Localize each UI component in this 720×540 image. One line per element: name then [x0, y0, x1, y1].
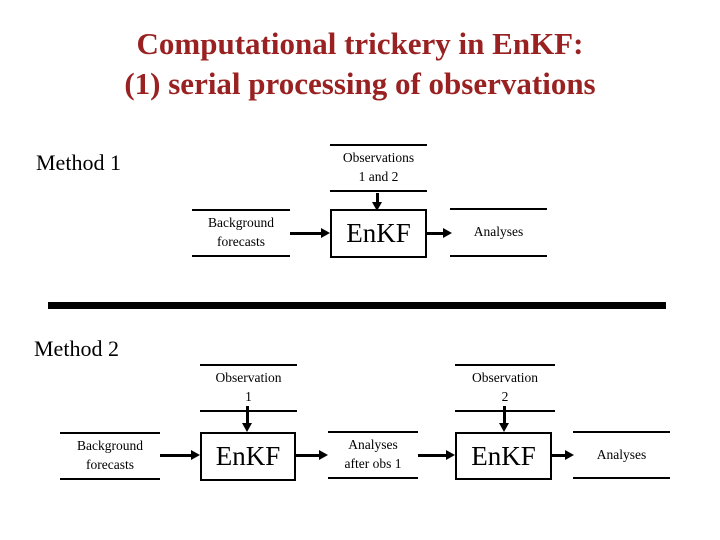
m2-analyses-mid-line1: Analyses	[348, 437, 398, 453]
m1-arrow-background-to-enkf	[290, 228, 330, 238]
m2-observation2-node: Observation 2	[455, 364, 555, 412]
m2-arrow-observation1-to-enkf1	[242, 406, 252, 432]
m1-analyses-label: Analyses	[473, 224, 524, 240]
m2-observation1-line2: 1	[245, 389, 252, 404]
m1-observations-line2: 1 and 2	[358, 169, 399, 184]
method1-label: Method 1	[36, 150, 121, 175]
method2-label: Method 2	[34, 336, 119, 361]
m2-analyses-node: Analyses	[573, 431, 670, 479]
m2-arrow-observation2-to-enkf2	[499, 406, 509, 432]
m1-enkf-box: EnKF	[330, 209, 427, 258]
m2-observation1-node: Observation 1	[200, 364, 297, 412]
slide-title-line1: Computational trickery in EnKF:	[136, 26, 584, 61]
m2-analyses-mid-line2: after obs 1	[344, 456, 402, 471]
m1-background-node: Background forecasts	[192, 209, 290, 257]
m2-enkf1-label: EnKF	[215, 441, 281, 471]
m1-background-line2: forecasts	[217, 234, 265, 249]
m2-background-line1: Background	[77, 438, 143, 454]
m2-background-line2: forecasts	[86, 457, 134, 472]
m2-analyses-mid-node: Analyses after obs 1	[328, 431, 418, 479]
m2-arrow-enkf1-to-analyses-mid	[296, 450, 328, 460]
m2-observation1-line1: Observation	[215, 370, 282, 386]
m2-observation2-line2: 2	[501, 389, 509, 404]
m1-observations-node: Observations 1 and 2	[330, 144, 427, 192]
m1-arrow-enkf-to-analyses	[427, 228, 452, 238]
m2-enkf2-box: EnKF	[455, 432, 552, 480]
slide-title-line2: (1) serial processing of observations	[124, 66, 596, 101]
m1-arrow-observations-to-enkf	[372, 193, 382, 211]
m1-observations-line1: Observations	[342, 150, 415, 166]
m2-background-node: Background forecasts	[60, 432, 160, 480]
m1-enkf-label: EnKF	[346, 218, 411, 248]
section-divider	[48, 302, 666, 309]
slide-title: Computational trickery in EnKF: (1) seri…	[0, 24, 720, 104]
m2-enkf1-box: EnKF	[200, 432, 296, 481]
m2-analyses-label: Analyses	[596, 446, 647, 462]
m2-observation2-line1: Observation	[472, 370, 538, 386]
m2-arrow-enkf2-to-analyses	[552, 450, 574, 460]
m2-enkf2-label: EnKF	[471, 440, 536, 471]
m1-analyses-node: Analyses	[450, 208, 547, 257]
m2-arrow-background-to-enkf1	[160, 450, 200, 460]
m1-background-line1: Background	[208, 215, 274, 231]
m2-arrow-analyses-mid-to-enkf2	[418, 450, 455, 460]
